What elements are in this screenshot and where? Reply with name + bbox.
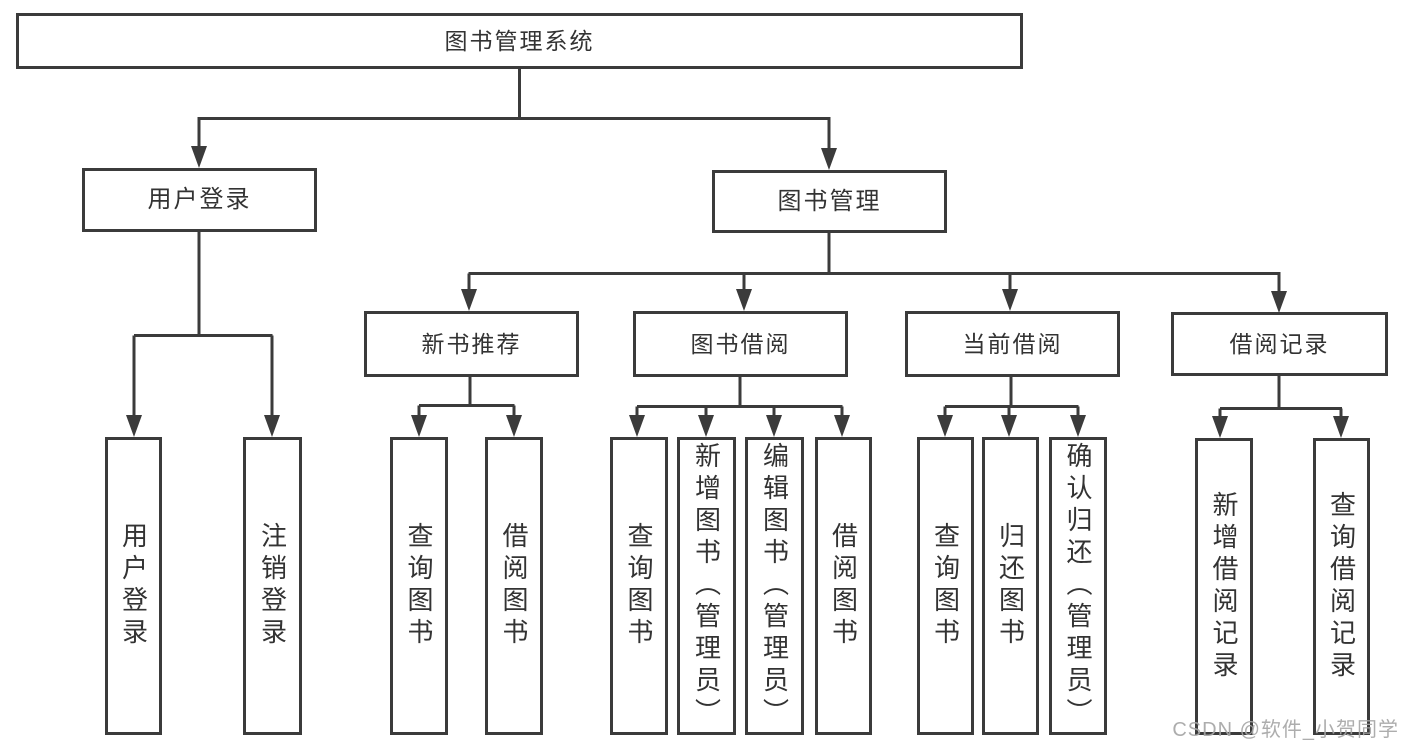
leaf-query-books-recommend: 查询图书 bbox=[390, 437, 448, 735]
leaf-borrow-books: 借阅图书 bbox=[815, 437, 872, 735]
node-book-borrow: 图书借阅 bbox=[633, 311, 848, 377]
leaf-query-books-borrow: 查询图书 bbox=[610, 437, 668, 735]
arrowheads-new-book-recommend bbox=[411, 415, 522, 437]
leaf-user-login: 用户登录 bbox=[105, 437, 162, 735]
connector-root-to-level1 bbox=[197, 69, 831, 152]
leaf-logout: 注销登录 bbox=[243, 437, 302, 735]
node-new-book-recommend: 新书推荐 bbox=[364, 311, 579, 377]
node-book-management: 图书管理 bbox=[712, 170, 947, 233]
connector-user-login bbox=[132, 232, 274, 417]
leaf-return-books: 归还图书 bbox=[982, 437, 1039, 735]
connector-borrow-records bbox=[1218, 376, 1343, 418]
leaf-add-books-admin: 新增图书（管理员） bbox=[677, 437, 736, 735]
leaf-confirm-return-admin: 确认归还（管理员） bbox=[1049, 437, 1107, 735]
leaf-add-borrow-record: 新增借阅记录 bbox=[1195, 438, 1253, 735]
arrowheads-user-login bbox=[126, 415, 280, 437]
node-user-login: 用户登录 bbox=[82, 168, 317, 232]
csdn-watermark: CSDN @软件_小贺同学 bbox=[1172, 719, 1399, 741]
leaf-query-books-current: 查询图书 bbox=[917, 437, 974, 735]
leaf-borrow-books-recommend: 借阅图书 bbox=[485, 437, 543, 735]
node-library-management-system: 图书管理系统 bbox=[16, 13, 1023, 69]
connector-book-management bbox=[467, 233, 1281, 294]
arrowheads-book-borrow bbox=[629, 415, 850, 437]
connector-new-book-recommend bbox=[417, 377, 516, 417]
leaf-edit-books-admin: 编辑图书（管理员） bbox=[745, 437, 804, 735]
arrowheads-borrow-records bbox=[1212, 416, 1349, 438]
arrowheads-root-to-level1 bbox=[191, 146, 837, 170]
connector-book-borrow bbox=[635, 377, 844, 417]
leaf-query-borrow-record: 查询借阅记录 bbox=[1313, 438, 1370, 735]
node-current-borrow: 当前借阅 bbox=[905, 311, 1120, 377]
arrowheads-current-borrow bbox=[937, 415, 1086, 437]
node-borrow-records: 借阅记录 bbox=[1171, 312, 1388, 376]
connector-current-borrow bbox=[943, 377, 1080, 417]
arrowheads-book-management bbox=[461, 289, 1287, 313]
